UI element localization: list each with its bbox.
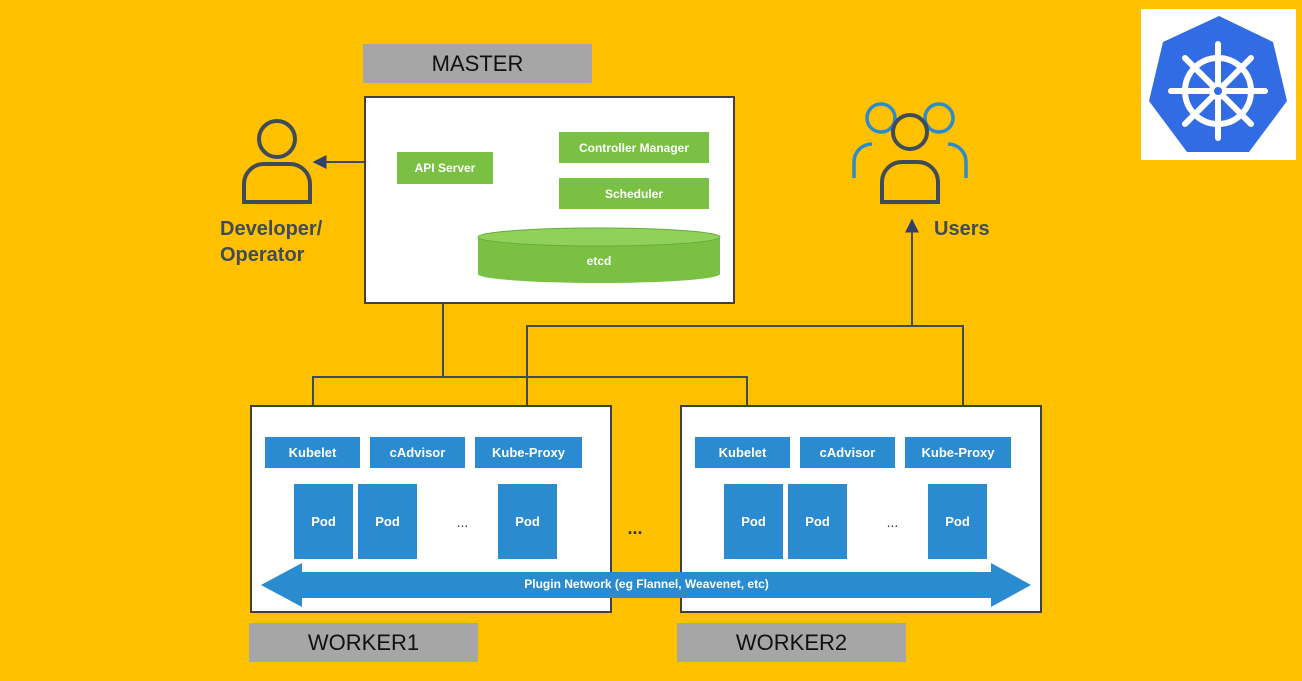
worker2-cadvisor-box: cAdvisor xyxy=(800,437,895,468)
users-label: Users xyxy=(934,218,990,240)
controller-manager-box: Controller Manager xyxy=(559,132,709,163)
worker1-kubelet-box: Kubelet xyxy=(265,437,360,468)
developer-label: Developer/ Operator xyxy=(220,216,360,268)
master-label: MASTER xyxy=(363,44,592,83)
scheduler-box: Scheduler xyxy=(559,178,709,209)
worker1-label: WORKER1 xyxy=(249,623,478,662)
proxy-users-connector xyxy=(526,325,964,420)
worker1-kube-proxy-box: Kube-Proxy xyxy=(475,437,582,468)
developer-label-line1: Developer/ xyxy=(220,218,323,240)
plugin-network-label: Plugin Network (eg Flannel, Weavenet, et… xyxy=(524,577,769,591)
worker1-pod-box: Pod xyxy=(358,484,417,559)
worker2-pod-box: Pod xyxy=(788,484,847,559)
users-group-icon xyxy=(852,102,968,204)
developer-person-icon xyxy=(242,119,312,204)
worker1-pods-ellipsis: ... xyxy=(456,514,469,530)
worker1-pod-box: Pod xyxy=(498,484,557,559)
worker2-pod-box: Pod xyxy=(724,484,783,559)
worker2-pod-box: Pod xyxy=(928,484,987,559)
between-workers-ellipsis: ... xyxy=(627,517,643,538)
worker1-cadvisor-box: cAdvisor xyxy=(370,437,465,468)
worker2-pods-ellipsis: ... xyxy=(886,514,899,530)
kubernetes-helm-wheel-icon xyxy=(1149,16,1287,152)
worker1-pod-box: Pod xyxy=(294,484,353,559)
worker2-kube-proxy-box: Kube-Proxy xyxy=(905,437,1011,468)
api-server-box: API Server xyxy=(397,152,493,184)
worker2-kubelet-box: Kubelet xyxy=(695,437,790,468)
etcd-label: etcd xyxy=(586,254,612,268)
kubelet-api-connector xyxy=(312,376,748,420)
worker2-label: WORKER2 xyxy=(677,623,906,662)
developer-label-line2: Operator xyxy=(220,244,305,266)
kubernetes-logo xyxy=(1141,9,1296,160)
